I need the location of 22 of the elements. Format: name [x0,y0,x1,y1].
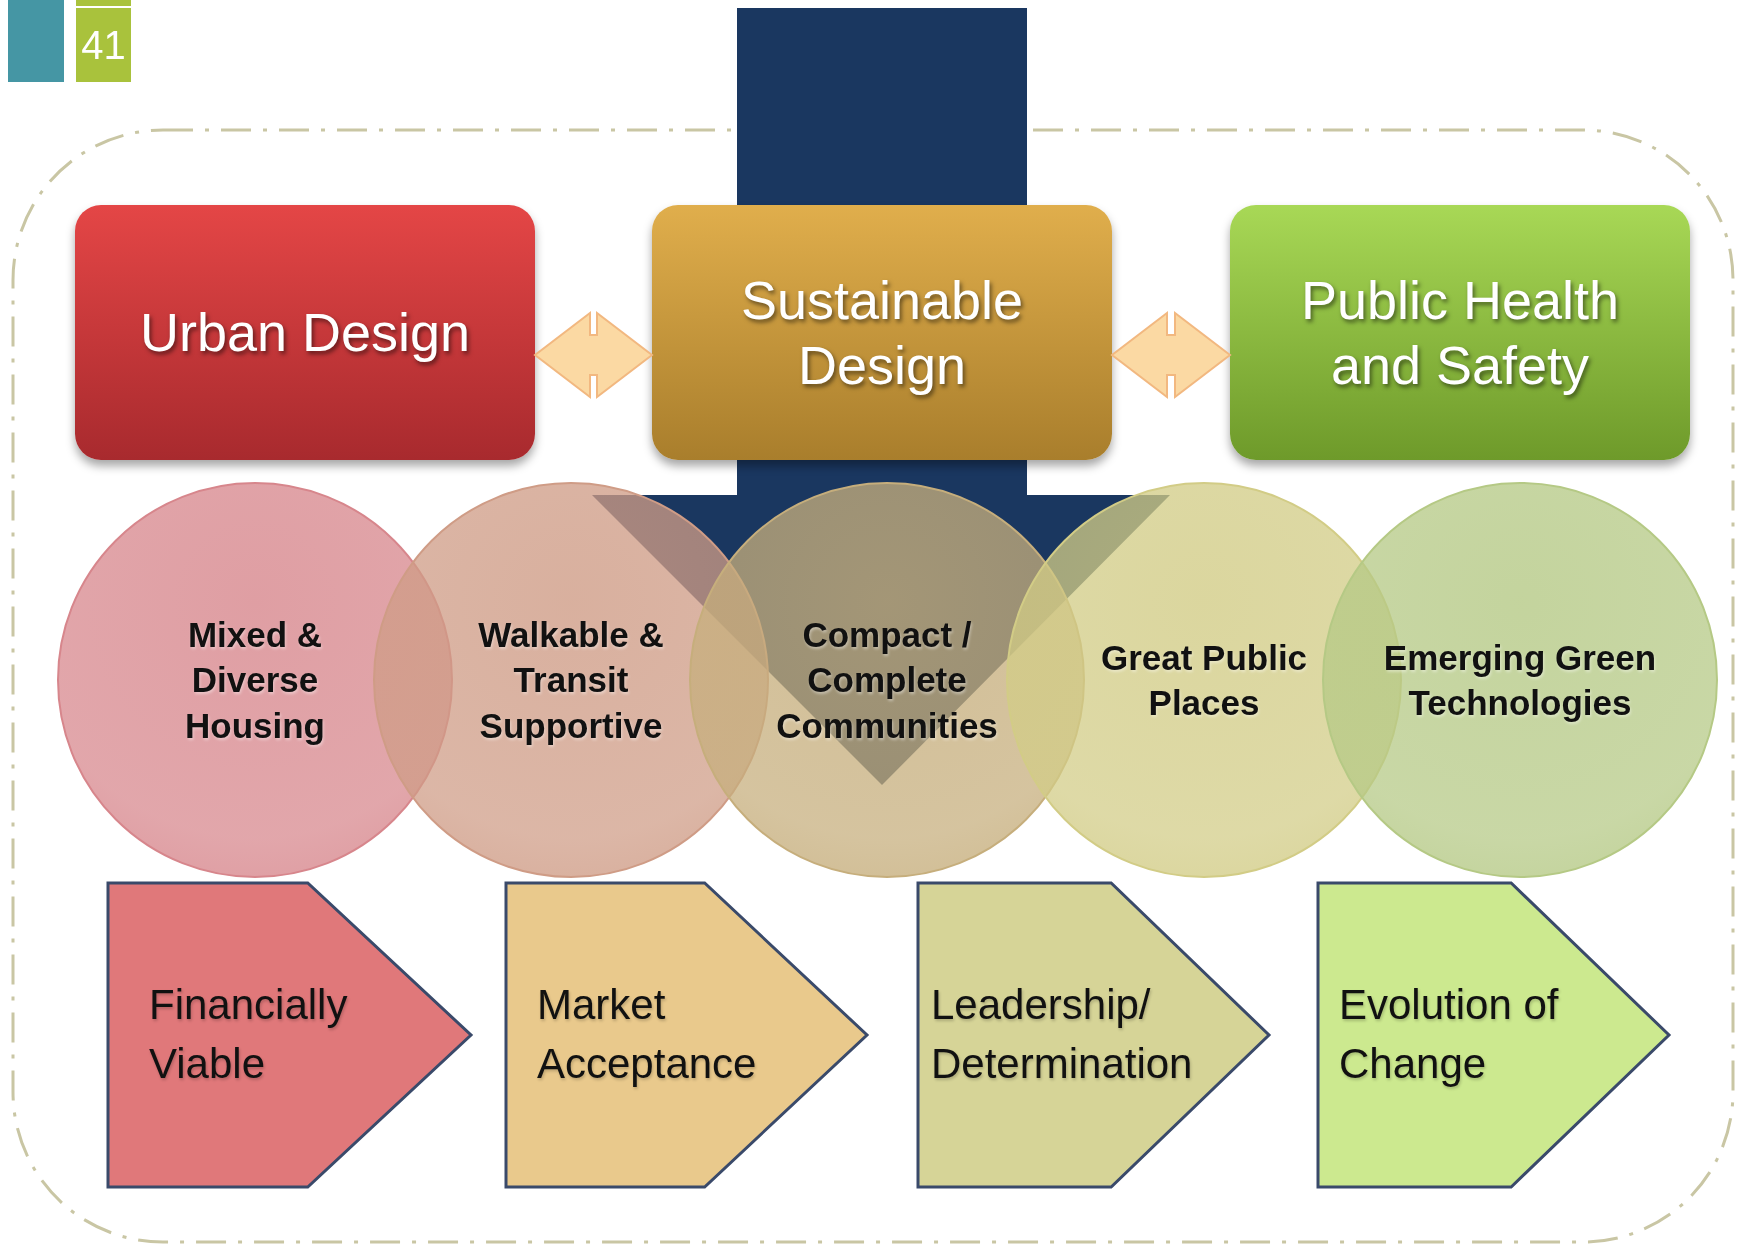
topic-box [1230,205,1690,460]
circle-label: Emerging Green Technologies [1382,636,1658,724]
box-title: Urban Design [139,301,471,365]
pentagon-arrow [107,882,472,1188]
topic-box [652,205,1112,460]
circle-label: Great Public Places [1099,636,1309,724]
pentagon-arrow [917,882,1270,1188]
topic-box [75,205,535,460]
double-arrow [533,310,654,400]
circle-label: Mixed & Diverse Housing [184,613,326,747]
pentagon-arrow [1317,882,1670,1188]
step-label: Market Acceptance [537,980,758,1089]
pentagon-arrow [505,882,868,1188]
step-label: Financially Viable [149,980,349,1089]
page-number: 41 [76,8,131,82]
circle-label: Walkable & Transit Supportive [477,613,665,747]
box-title: Sustainable Design [739,268,1025,397]
step-label: Evolution of Change [1339,980,1560,1089]
step-label: Leadership/ Determination [931,980,1194,1089]
box-title: Public Health and Safety [1299,268,1621,397]
circle-label: Compact / Complete Communities [775,613,999,747]
double-arrow [1110,310,1232,400]
